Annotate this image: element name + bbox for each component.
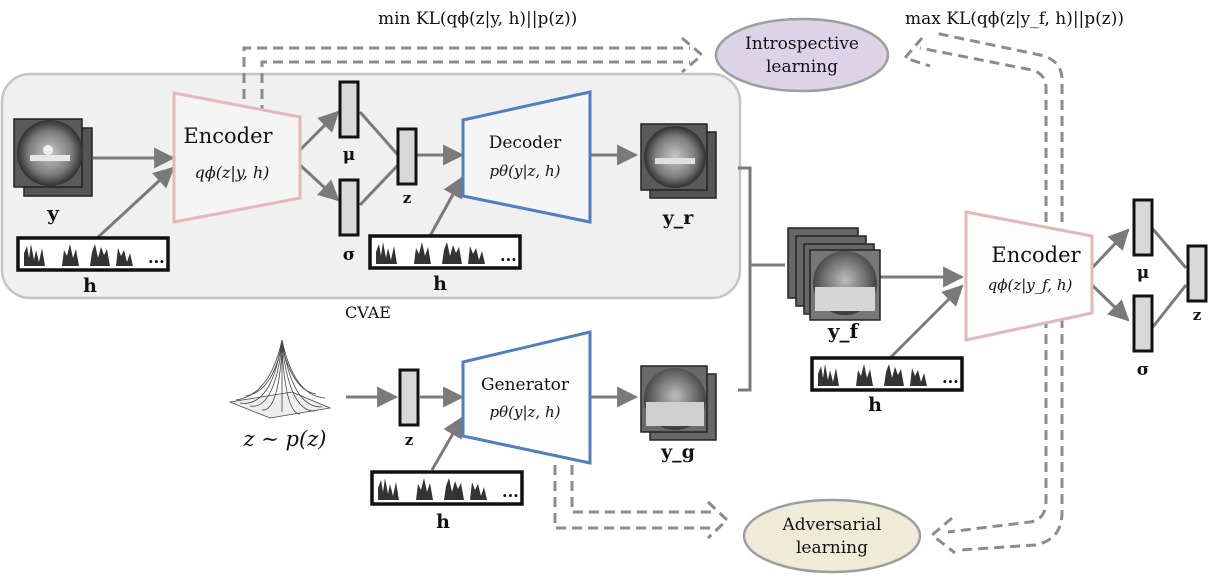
reconstructed-image-yr [640, 123, 717, 199]
decoder-title: Decoder [489, 133, 562, 153]
adversarial-line2: learning [796, 538, 868, 558]
label-yr: y_r [662, 207, 695, 229]
label-z1: z [403, 189, 412, 207]
histogram-h1-dots: ... [148, 248, 165, 267]
label-h4: h [436, 511, 450, 533]
flow-arrows [93, 110, 1188, 471]
decoder-formula: pθ(y|z, h) [490, 162, 561, 180]
mu-vector-1: μ [338, 80, 360, 165]
z-vector-3: z [398, 368, 420, 449]
encoder2-title: Encoder [991, 243, 1081, 267]
encoder2-block: Encoder qϕ(z|y_f, h) [964, 210, 1094, 342]
introspective-line2: learning [766, 57, 838, 77]
label-h3: h [868, 394, 882, 416]
histogram-h3: ... [810, 356, 964, 392]
introspective-learning-node: Introspective learning [714, 17, 890, 93]
histogram-h3-dots: ... [942, 368, 959, 387]
generator-formula: pθ(y|z, h) [490, 403, 561, 421]
introspective-line1: Introspective [745, 34, 859, 54]
adversarial-learning-node: Adversarial learning [742, 498, 922, 574]
decoder-block: Decoder pθ(y|z, h) [461, 90, 592, 224]
cvae-label: CVAE [345, 303, 391, 322]
dashed-feedback-paths [242, 31, 1064, 555]
label-z3: z [405, 431, 414, 449]
encoder1-formula: qϕ(z|y, h) [195, 163, 270, 182]
generated-image-yg [640, 365, 717, 441]
encoder2-formula: qϕ(z|y_f, h) [988, 276, 1073, 294]
label-mu2: μ [1137, 263, 1149, 283]
label-yg: y_g [660, 441, 695, 463]
label-h1: h [83, 275, 97, 297]
label-mu1: μ [343, 145, 355, 165]
generator-title: Generator [481, 375, 570, 395]
histogram-h4: ... [370, 470, 524, 506]
z-vector-1: z [396, 127, 418, 207]
adversarial-line1: Adversarial [782, 515, 882, 535]
max-kl-formula: max KL(qϕ(z|y_f, h)||p(z)) [905, 9, 1124, 29]
fake-images-yf [787, 227, 881, 321]
input-image-y [13, 118, 93, 197]
encoder1-block: Encoder qϕ(z|y, h) [172, 91, 302, 224]
label-sigma1: σ [343, 245, 356, 265]
label-y: y [46, 201, 60, 225]
histogram-h4-dots: ... [502, 482, 519, 501]
z-vector-2: z [1186, 244, 1208, 324]
label-prior: z ∼ p(z) [243, 427, 327, 451]
gaussian-prior-icon [228, 339, 332, 419]
label-z2: z [1193, 306, 1202, 324]
histogram-h1: ... [16, 236, 170, 272]
generator-block: Generator pθ(y|z, h) [461, 330, 592, 465]
encoder1-title: Encoder [183, 124, 273, 148]
label-sigma2: σ [1137, 360, 1150, 380]
sigma-vector-2: σ [1132, 294, 1154, 380]
mu-vector-2: μ [1132, 198, 1154, 283]
label-yf: y_f [827, 319, 860, 343]
histogram-h2-dots: ... [500, 246, 517, 265]
min-kl-formula: min KL(qϕ(z|y, h)||p(z)) [378, 9, 577, 29]
label-h2: h [433, 273, 447, 295]
histogram-h2: ... [368, 234, 522, 270]
sigma-vector-1: σ [338, 178, 360, 265]
